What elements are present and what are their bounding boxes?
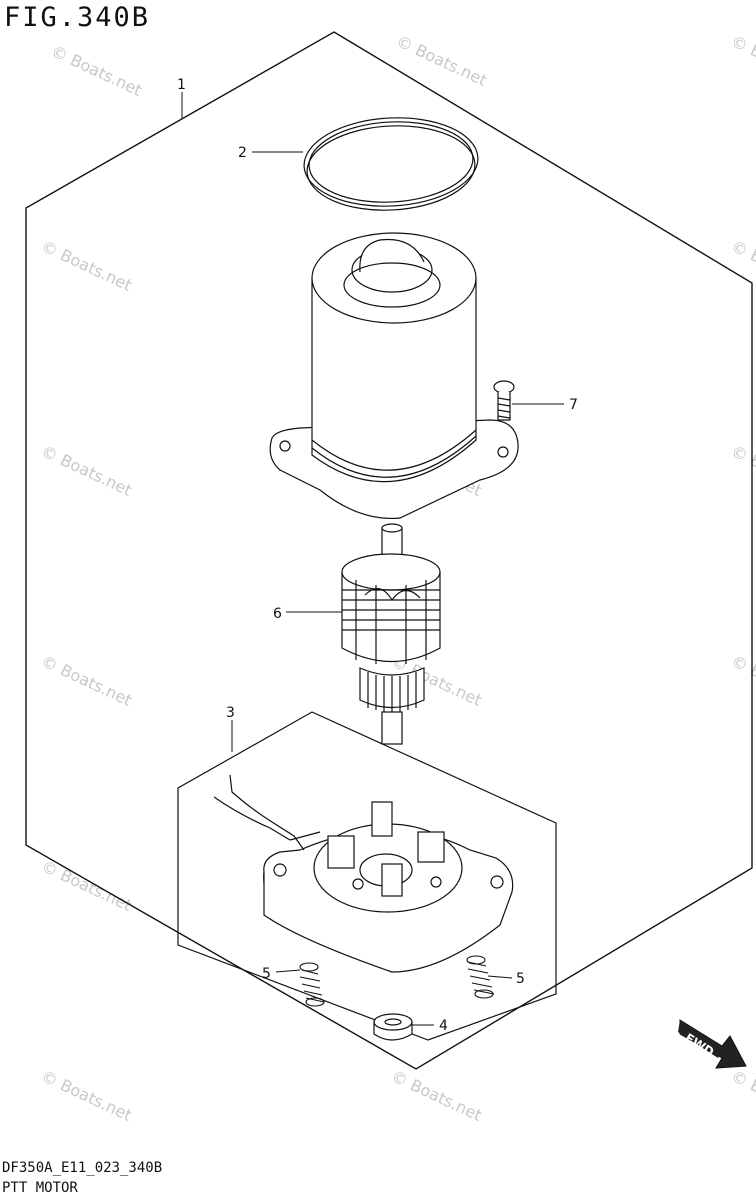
callout-7: 7 bbox=[569, 397, 578, 413]
callout-2: 2 bbox=[238, 145, 247, 161]
callout-labels: 1 2 3 4 5 5 6 7 bbox=[177, 77, 578, 1034]
watermark: © Boats.net bbox=[38, 651, 134, 709]
spring-left bbox=[299, 962, 325, 1007]
watermark: © Boats.net bbox=[728, 1066, 756, 1124]
watermark: © Boats.net bbox=[48, 41, 144, 99]
callout-6: 6 bbox=[273, 606, 282, 622]
motor-housing bbox=[269, 232, 519, 520]
watermark: © Boats.net bbox=[393, 31, 489, 89]
figure-title: FIG.340B bbox=[4, 2, 151, 33]
watermark: © Boats.net bbox=[388, 1066, 484, 1124]
brush-holder-box bbox=[177, 711, 557, 1041]
armature bbox=[341, 523, 441, 745]
callout-5-right: 5 bbox=[516, 971, 525, 987]
assembly-outline bbox=[25, 31, 753, 1070]
callout-4: 4 bbox=[439, 1018, 448, 1034]
screw bbox=[493, 380, 515, 421]
diagram-code: DF350A_E11_023_340B bbox=[2, 1160, 163, 1176]
fwd-arrow: FWD bbox=[678, 1019, 747, 1069]
watermark: © Boats.net bbox=[38, 236, 134, 294]
watermark: © Boats.net bbox=[38, 1066, 134, 1124]
callout-3: 3 bbox=[226, 705, 235, 721]
leader-lines bbox=[181, 92, 564, 1026]
watermark: © Boats.net bbox=[38, 441, 134, 499]
brush-holder bbox=[213, 774, 514, 973]
callout-5-left: 5 bbox=[262, 966, 271, 982]
o-ring bbox=[303, 117, 479, 211]
washer bbox=[373, 1013, 413, 1041]
callout-1: 1 bbox=[177, 77, 186, 93]
spring-right bbox=[466, 955, 495, 999]
watermark: © Boats.net bbox=[728, 31, 756, 89]
watermark: © Boats.net bbox=[38, 856, 134, 914]
diagram-name: PTT MOTOR bbox=[2, 1180, 78, 1196]
